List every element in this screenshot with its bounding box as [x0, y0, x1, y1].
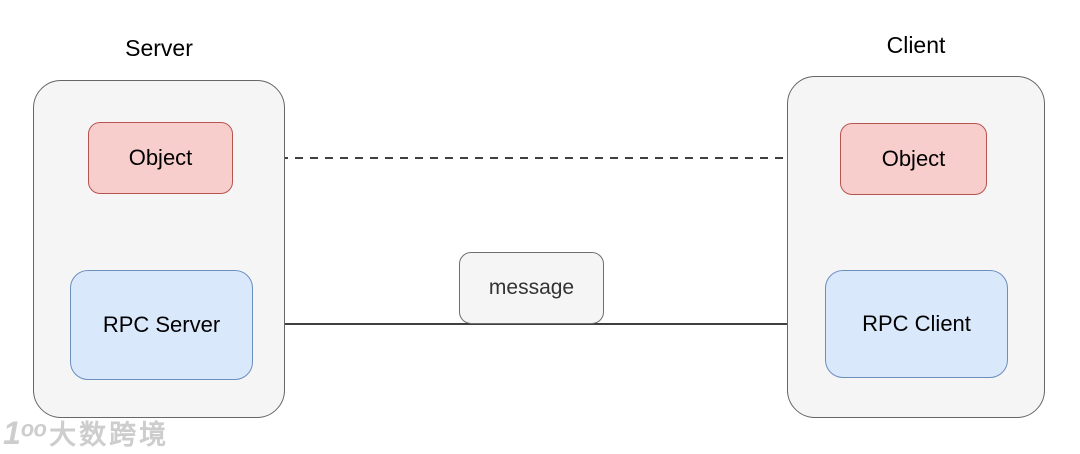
client-object-box: Object [840, 123, 987, 195]
rpc-client-box: RPC Client [825, 270, 1008, 378]
watermark-logo-icon: 1ᵒᵒ [3, 415, 46, 451]
server-group-title: Server [125, 35, 193, 61]
server-object-box: Object [88, 122, 233, 194]
watermark-text: 大数跨境 [49, 420, 170, 451]
rpc-server-box: RPC Server [70, 270, 253, 380]
client-group-title: Client [886, 32, 946, 58]
watermark: 1ᵒᵒ 大数跨境 [3, 413, 169, 452]
message-box: message [459, 252, 604, 324]
